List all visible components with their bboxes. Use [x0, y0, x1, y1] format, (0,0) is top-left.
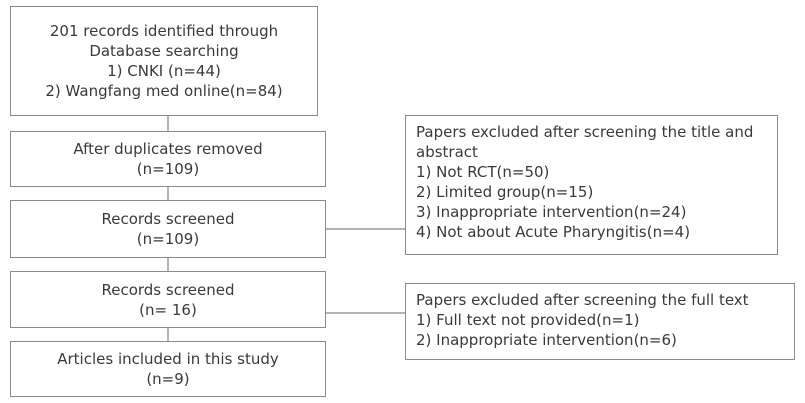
excluded-full-reason-2: 2) Inappropriate intervention(n=6) — [416, 331, 677, 349]
records-screened-2-count: (n= 16) — [139, 300, 197, 319]
records-screened-1-label: Records screened — [101, 210, 235, 228]
records-identified-line-4: 2) Wangfang med online(n=84) — [45, 82, 283, 100]
duplicates-removed-count: (n=109) — [136, 160, 200, 178]
records-identified-line-2: Database searching — [89, 42, 239, 60]
records-identified-line-3: 1) CNKI (n=44) — [107, 62, 221, 80]
records-screened-box-1: Records screened (n=109) — [10, 200, 326, 258]
excluded-title-heading: Papers excluded after screening the titl… — [416, 123, 754, 161]
excluded-title-abstract-box: Papers excluded after screening the titl… — [405, 115, 778, 255]
excluded-title-reason-2: 2) Limited group(n=15) — [416, 183, 594, 201]
duplicates-removed-label: After duplicates removed — [73, 140, 263, 158]
articles-included-label: Articles included in this study — [57, 350, 279, 368]
excluded-full-text-box: Papers excluded after screening the full… — [405, 283, 795, 360]
records-screened-box-2: Records screened (n= 16) — [10, 271, 326, 328]
records-screened-1-count: (n=109) — [136, 230, 200, 248]
excluded-full-heading: Papers excluded after screening the full… — [416, 291, 749, 309]
excluded-title-reason-3: 3) Inappropriate intervention(n=24) — [416, 203, 687, 221]
excluded-title-reason-4: 4) Not about Acute Pharyngitis(n=4) — [416, 223, 691, 241]
excluded-full-reason-1: 1) Full text not provided(n=1) — [416, 311, 640, 329]
excluded-title-reason-1: 1) Not RCT(n=50) — [416, 163, 550, 181]
articles-included-count: (n=9) — [146, 370, 190, 388]
records-screened-2-label: Records screened — [101, 280, 235, 299]
records-identified-line-1: 201 records identified through — [49, 22, 279, 40]
records-identified-box: 201 records identified through Database … — [10, 6, 318, 116]
duplicates-removed-box: After duplicates removed (n=109) — [10, 131, 326, 187]
articles-included-box: Articles included in this study (n=9) — [10, 341, 326, 397]
